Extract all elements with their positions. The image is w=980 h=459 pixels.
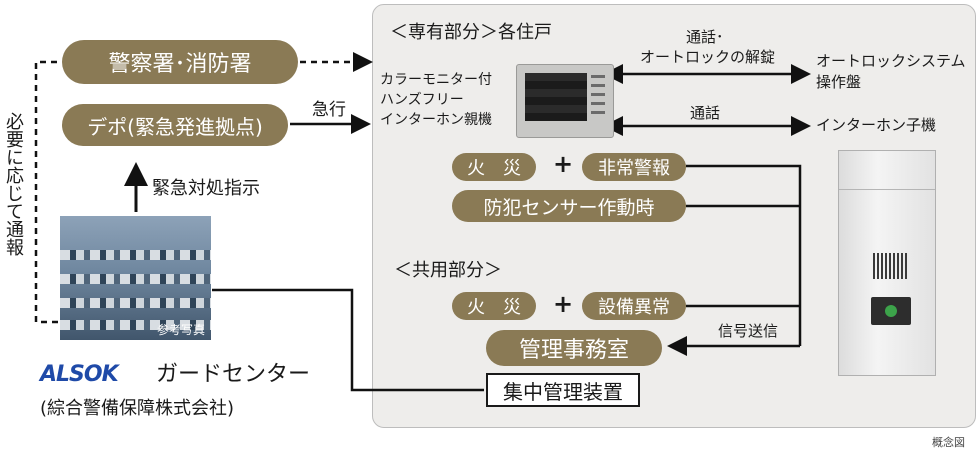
equipment-fault-pill: 設備異常 (582, 292, 686, 320)
autolock-panel-label-1: オートロックシステム (816, 52, 966, 70)
call-unlock-label-2: オートロックの解錠 (640, 48, 776, 66)
depot-pill: デポ(緊急発進拠点) (62, 104, 288, 146)
card-reader (871, 297, 911, 325)
private-fire-pill: 火 災 (452, 153, 536, 181)
central-line (212, 288, 484, 392)
guard-center-label: ガードセンター (156, 362, 311, 387)
alsok-logo: ALSOK (40, 362, 119, 387)
intercom-sub-label: インターホン子機 (816, 116, 937, 134)
emergency-instruction-label: 緊急対処指示 (152, 178, 260, 199)
security-sensor-pill: 防犯センサー作動時 (452, 190, 686, 222)
autolock-panel-label-2: 操作盤 (816, 73, 862, 91)
monitor-label-2: ハンズフリー (380, 92, 464, 108)
emergency-alarm-pill: 非常警報 (582, 153, 686, 181)
management-office-pill: 管理事務室 (486, 330, 662, 366)
private-plus-icon: + (553, 150, 574, 178)
intercom-master-unit (516, 64, 614, 138)
monitor-buttons (591, 75, 605, 119)
monitor-label-3: インターホン親機 (380, 112, 492, 128)
guard-center-photo: 参考写真 (60, 216, 211, 340)
common-plus-icon: + (553, 290, 574, 318)
private-area-heading: ＜専有部分＞各住戸 (390, 22, 552, 43)
common-fire-pill: 火 災 (452, 292, 536, 320)
call-unlock-label-1: 通話･ (686, 28, 724, 46)
reference-photo-caption: 参考写真 (156, 323, 205, 337)
police-fire-pill: 警察署･消防署 (62, 40, 298, 84)
signal-line (686, 164, 802, 346)
monitor-screen (525, 73, 587, 121)
concept-note: 概念図 (932, 436, 965, 449)
speaker-grille (873, 253, 909, 279)
common-area-heading: ＜共用部分＞ (394, 260, 502, 281)
signal-send-label: 信号送信 (718, 322, 779, 340)
notify-vertical-label: 必要に応じて通報 (3, 112, 24, 256)
company-name: (綜合警備保障株式会社) (40, 398, 235, 419)
control-cabinet (838, 150, 936, 376)
monitor-label-1: カラーモニター付 (380, 72, 492, 88)
notify-dashed-line (34, 60, 58, 324)
call-label: 通話 (690, 104, 721, 122)
central-control-box: 集中管理装置 (486, 373, 640, 407)
urgent-label: 急行 (312, 100, 346, 120)
